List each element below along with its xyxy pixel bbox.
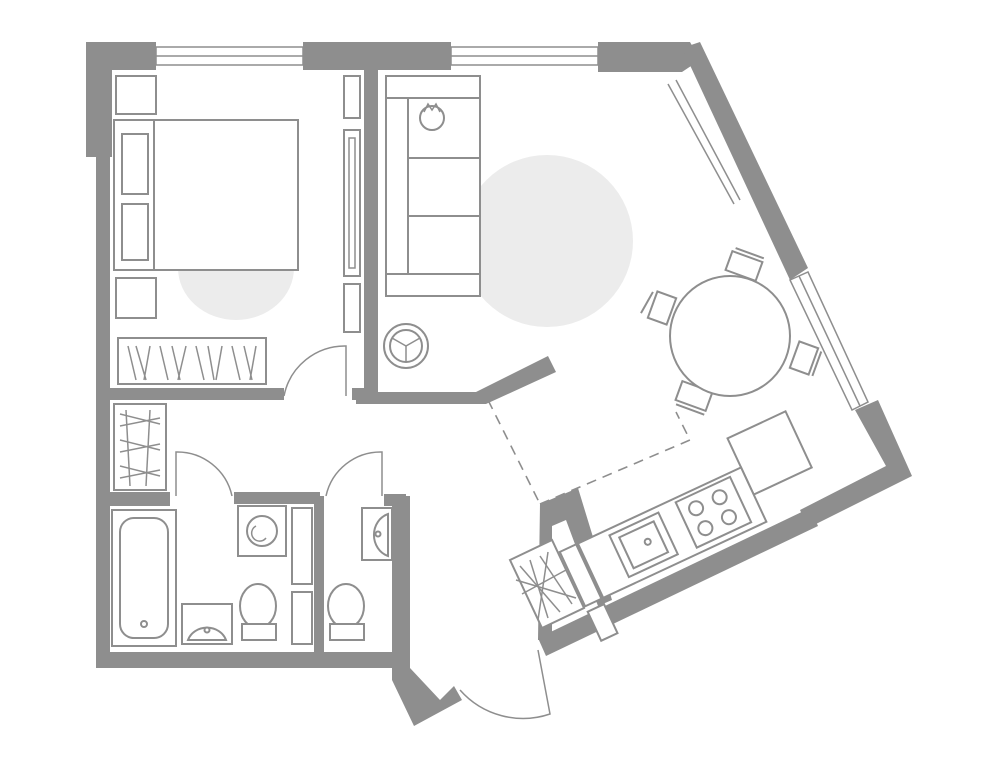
- sofa-arm-bottom: [385, 273, 481, 297]
- installation-upper: [291, 507, 313, 585]
- bedroom: [113, 75, 361, 385]
- burner-3: [697, 520, 714, 537]
- dining-table: [669, 275, 791, 397]
- nightstand-top: [115, 75, 157, 115]
- wardrobe: [117, 337, 267, 385]
- wall-bath-wc: [314, 496, 324, 656]
- bathroom-toilet: [239, 583, 277, 641]
- sofa-arm-top: [385, 75, 481, 99]
- wall-living-stub: [476, 356, 556, 404]
- tv: [348, 137, 356, 269]
- shelf-bottom: [343, 283, 361, 333]
- wc: [327, 507, 393, 641]
- wall-wc-top-right: [384, 494, 406, 506]
- bed-frame: [153, 119, 299, 271]
- wall-top-right-corner: [598, 42, 700, 72]
- shelf-top: [343, 75, 361, 119]
- burner-4: [720, 509, 737, 526]
- walls: [86, 42, 912, 726]
- wall-bedroom-living: [364, 60, 378, 400]
- chair-right: [788, 340, 823, 377]
- tv-stand: [343, 129, 361, 277]
- wall-diagonal-upper: [682, 42, 808, 280]
- door-bathroom: [175, 451, 233, 497]
- cat-icon: [419, 102, 445, 131]
- door-entrance: [459, 649, 551, 720]
- installation-lower: [291, 591, 313, 645]
- wall-bottom: [96, 652, 408, 668]
- burner-2: [711, 489, 728, 506]
- chair-left: [640, 290, 678, 326]
- wall-entry-left: [392, 496, 462, 726]
- living-room: [383, 75, 481, 369]
- stove: [674, 475, 753, 549]
- door-bedroom: [283, 345, 347, 397]
- wc-toilet: [327, 583, 365, 641]
- burner-1: [688, 500, 705, 517]
- sofa-back: [385, 75, 409, 297]
- kitchen-shelf-bottom: [586, 602, 619, 643]
- dining-area: [640, 247, 823, 416]
- wardrobe-hangers: [127, 345, 257, 381]
- window-diagonal-upper: [667, 83, 735, 205]
- living-rug: [461, 155, 633, 327]
- toy-wheel-icon: [383, 323, 429, 369]
- door-wc: [325, 451, 383, 497]
- wall-bath-mid-top: [234, 492, 320, 504]
- pillow-1: [121, 133, 149, 195]
- nightstand-bottom: [115, 277, 157, 319]
- wall-left: [96, 60, 110, 668]
- wall-bedroom-bottom-left: [96, 388, 284, 400]
- closet-entrance: [508, 538, 586, 630]
- wall-living-bottom: [356, 392, 486, 404]
- bathroom: [111, 403, 313, 647]
- chair-top: [724, 247, 765, 283]
- kitchen-shelf-top: [558, 542, 603, 608]
- pillow-2: [121, 203, 149, 261]
- kitchen: [558, 410, 814, 643]
- windows: [155, 46, 869, 412]
- wall-diagonal-lower: [800, 400, 912, 528]
- wall-bath-top: [96, 492, 170, 506]
- doors: [175, 345, 692, 720]
- hall-closet-hangers: [119, 409, 161, 487]
- kitchen-boundary: [487, 399, 692, 505]
